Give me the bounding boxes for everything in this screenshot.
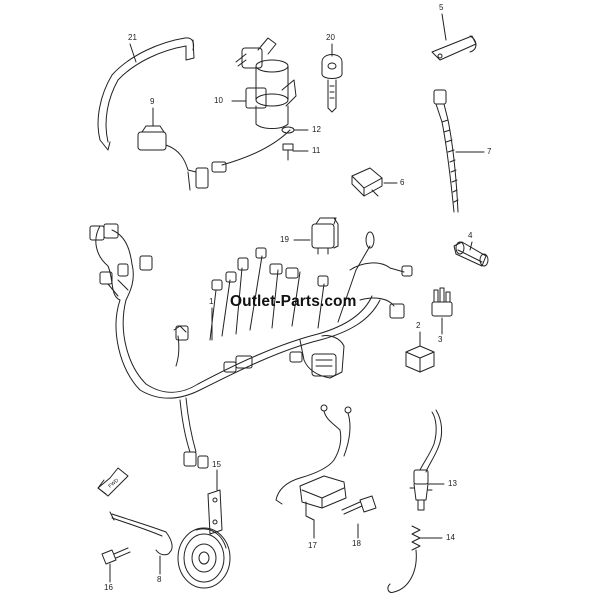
neutral-switch-part <box>409 409 443 511</box>
label-19: 19 <box>280 235 289 244</box>
label-4: 4 <box>468 231 473 240</box>
label-13: 13 <box>448 479 457 488</box>
label-16: 16 <box>104 583 113 592</box>
horn-lead-part <box>109 511 173 556</box>
label-14: 14 <box>446 533 455 542</box>
label-18: 18 <box>352 539 361 548</box>
label-12: 12 <box>312 125 321 134</box>
fuse-part <box>453 241 489 267</box>
label-9: 9 <box>150 97 155 106</box>
label-15: 15 <box>212 460 221 469</box>
cable-band-part <box>433 89 459 213</box>
horn-part <box>177 527 231 589</box>
leader-21 <box>129 43 137 63</box>
relay-part <box>351 167 383 197</box>
stop-switch-bolt-part <box>341 495 377 515</box>
label-10: 10 <box>214 96 223 105</box>
label-8: 8 <box>157 575 162 584</box>
label-6: 6 <box>400 178 405 187</box>
label-11: 11 <box>312 146 321 155</box>
spring-part <box>387 525 421 593</box>
watermark-text: Outlet-Parts.com <box>230 293 357 310</box>
label-1: 1 <box>209 297 214 306</box>
relay-cap-part <box>405 345 435 373</box>
label-2: 2 <box>416 321 421 330</box>
wiring-harness-part <box>89 223 413 469</box>
leader-4 <box>469 241 473 251</box>
switch-bolt-part <box>282 143 294 161</box>
fuse-holder-part <box>431 287 453 317</box>
turn-relay-part <box>311 217 339 255</box>
horn-bracket-part <box>207 489 223 535</box>
ignition-switch-part <box>211 37 297 173</box>
harness-clamp-part <box>431 35 477 61</box>
ignition-key-part <box>321 54 343 113</box>
starter-relay-part <box>137 125 209 191</box>
label-20: 20 <box>326 33 335 42</box>
label-17: 17 <box>308 541 317 550</box>
horn-bolt-part <box>101 547 131 565</box>
label-5: 5 <box>439 3 444 12</box>
stop-switch-part <box>275 404 352 521</box>
leader-5 <box>441 13 447 41</box>
label-21: 21 <box>128 33 137 42</box>
harness-guide-part <box>97 37 195 151</box>
label-3: 3 <box>438 335 443 344</box>
label-7: 7 <box>487 147 492 156</box>
fwd-arrow-icon: FWD <box>97 467 129 497</box>
